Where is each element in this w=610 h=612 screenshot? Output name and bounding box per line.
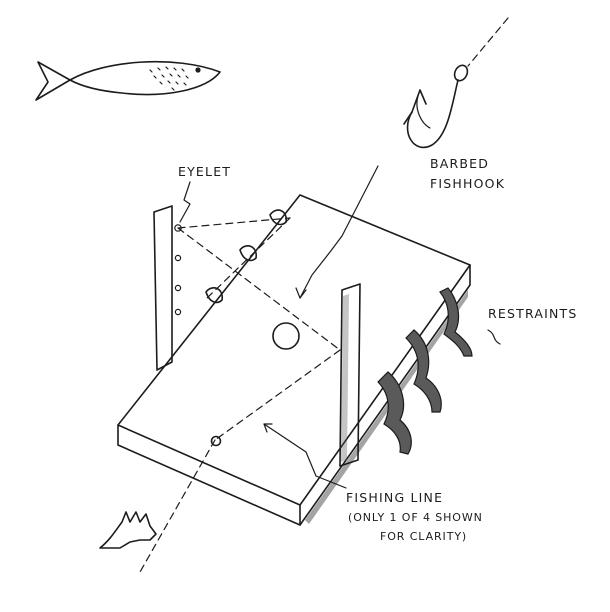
fish-icon bbox=[35, 60, 221, 101]
barbed-label-line1: BARBED bbox=[430, 156, 489, 171]
eyelet-pointer bbox=[179, 181, 191, 223]
table-eyelet bbox=[210, 435, 222, 447]
eyelet-label: EYELET bbox=[178, 164, 231, 179]
fishing-line-note-line2: FOR CLARITY) bbox=[380, 530, 467, 543]
fishhook-icon bbox=[403, 17, 509, 148]
restraints-label: RESTRAINTS bbox=[488, 306, 578, 321]
restraints-pointer bbox=[487, 329, 501, 345]
hand-icon bbox=[99, 511, 157, 549]
hook-pointer bbox=[299, 165, 379, 299]
eyelet-icon bbox=[174, 224, 182, 316]
fishing-line-note-line1: (ONLY 1 OF 4 SHOWN bbox=[348, 511, 483, 524]
fishing-line bbox=[139, 217, 341, 573]
fishing-line-pointer bbox=[263, 423, 347, 489]
restraint-icon bbox=[377, 287, 473, 455]
barbed-label-line2: FISHHOOK bbox=[430, 176, 505, 191]
table bbox=[117, 194, 471, 526]
fishing-line-label: FISHING LINE bbox=[346, 490, 443, 505]
hook-markers bbox=[205, 209, 287, 304]
